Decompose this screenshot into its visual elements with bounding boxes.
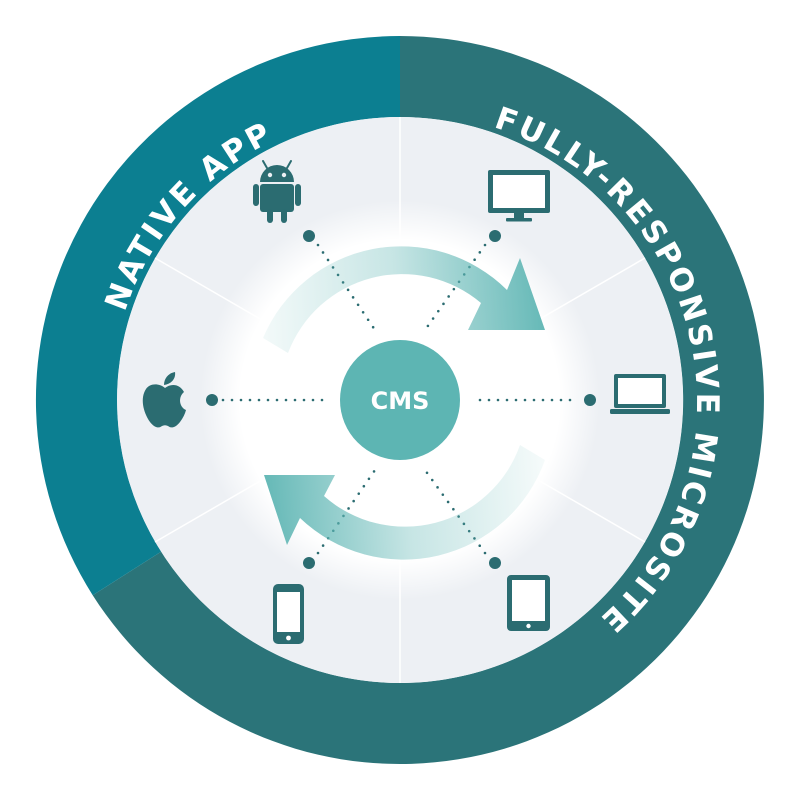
tablet-icon <box>507 575 550 631</box>
cms-hub <box>340 340 460 460</box>
cycle-arrow-top <box>263 246 545 353</box>
ring-segment-native-app <box>35 35 401 596</box>
cms-label: CMS <box>371 387 430 415</box>
desktop-monitor-icon <box>488 170 550 222</box>
apple-icon <box>142 372 186 428</box>
smartphone-icon <box>273 584 304 644</box>
cycle-arrow-bottom <box>264 445 545 560</box>
laptop-icon <box>610 374 670 414</box>
android-icon <box>253 160 301 223</box>
